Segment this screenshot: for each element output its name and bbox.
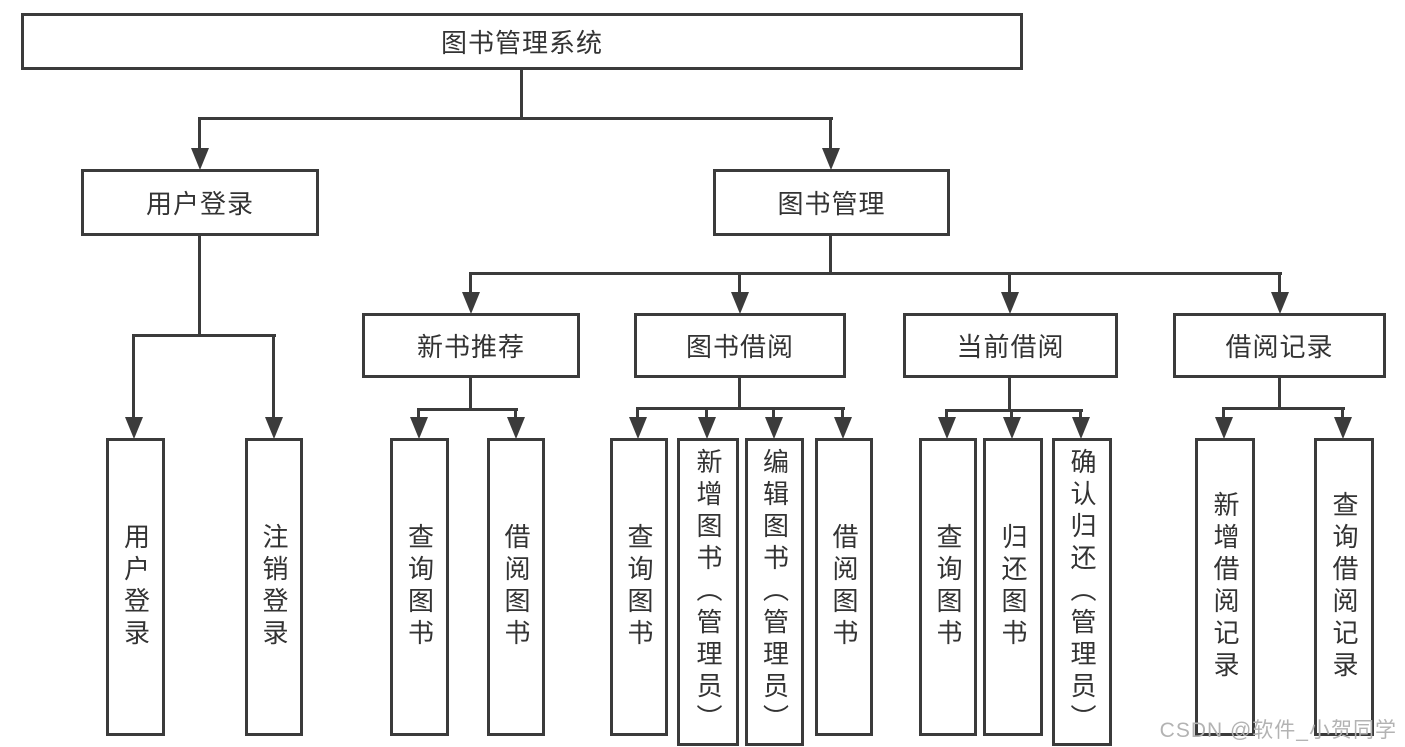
connector-line [198,117,201,150]
leaf-query-book-current-label: 查询图书 [933,523,963,651]
connector-line [636,407,639,418]
connector-line [1008,377,1011,411]
connector-line [945,409,948,418]
arrow-down-icon [462,292,480,314]
node-root-label: 图书管理系统 [440,28,603,58]
leaf-query-book-borrow-label: 查询图书 [624,523,654,651]
connector-line [1079,409,1082,418]
connector-line [198,235,201,336]
leaf-user-login-label: 用户登录 [120,523,151,651]
leaf-edit-book-admin-label: 编辑图书（管理员） [759,448,790,736]
connector-line [520,69,523,119]
arrow-down-icon [698,417,716,439]
connector-line [738,377,741,409]
arrow-down-icon [191,148,209,170]
connector-line [946,409,1083,412]
leaf-add-borrow-record: 新增借阅记录 [1195,438,1255,736]
connector-line [514,408,517,418]
node-current-borrow-label: 当前借阅 [956,332,1065,362]
arrow-down-icon [765,417,783,439]
leaf-borrow-book: 借阅图书 [815,438,873,736]
connector-line [637,407,845,410]
arrow-down-icon [125,417,143,439]
node-user-login: 用户登录 [81,169,319,236]
connector-line [1222,407,1225,418]
connector-line [469,377,472,410]
leaf-logout-label: 注销登录 [259,523,289,651]
leaf-user-login: 用户登录 [106,438,165,736]
connector-line [1278,377,1281,409]
node-user-login-label: 用户登录 [145,189,254,219]
connector-line [841,407,844,418]
connector-line [199,117,833,120]
connector-line [1223,407,1345,410]
connector-line [418,408,518,411]
node-new-book-recommend-label: 新书推荐 [416,332,525,362]
arrow-down-icon [1334,417,1352,439]
connector-line [705,407,708,418]
connector-line [417,408,420,418]
node-current-borrow: 当前借阅 [903,313,1118,378]
arrow-down-icon [1001,292,1019,314]
leaf-borrow-book-recommend-label: 借阅图书 [501,523,531,651]
connector-line [470,272,1282,275]
arrow-down-icon [410,417,428,439]
connector-line [772,407,775,418]
connector-line [272,334,275,418]
leaf-logout: 注销登录 [245,438,303,736]
arrow-down-icon [265,417,283,439]
arrow-down-icon [731,292,749,314]
arrow-down-icon [1271,292,1289,314]
node-book-borrow-label: 图书借阅 [685,332,794,362]
node-book-management: 图书管理 [713,169,950,236]
leaf-query-book-current: 查询图书 [919,438,977,736]
arrow-down-icon [1215,417,1233,439]
leaf-add-borrow-record-label: 新增借阅记录 [1210,491,1240,683]
connector-line [1010,409,1013,418]
node-root: 图书管理系统 [21,13,1023,70]
leaf-confirm-return-admin: 确认归还（管理员） [1052,438,1112,746]
arrow-down-icon [507,417,525,439]
leaf-query-book-recommend-label: 查询图书 [404,523,435,651]
connector-line [1008,272,1011,294]
leaf-add-book-admin-label: 新增图书（管理员） [693,448,723,736]
connector-line [829,235,832,274]
leaf-edit-book-admin: 编辑图书（管理员） [745,438,804,746]
connector-line [132,334,135,418]
connector-line [1341,407,1344,418]
connector-line [829,117,832,150]
arrow-down-icon [822,148,840,170]
node-book-management-label: 图书管理 [777,189,886,219]
arrow-down-icon [629,417,647,439]
leaf-query-borrow-record-label: 查询借阅记录 [1329,491,1359,683]
leaf-borrow-book-recommend: 借阅图书 [487,438,545,736]
node-new-book-recommend: 新书推荐 [362,313,580,378]
node-book-borrow: 图书借阅 [634,313,846,378]
connector-line [133,334,276,337]
arrow-down-icon [1003,417,1021,439]
node-borrow-record-label: 借阅记录 [1225,332,1334,362]
connector-line [469,272,472,294]
csdn-watermark: CSDN @软件_小贺同学 [1159,719,1397,742]
leaf-return-book: 归还图书 [983,438,1043,736]
arrow-down-icon [1072,417,1090,439]
arrow-down-icon [938,417,956,439]
connector-line [1278,272,1281,294]
leaf-query-book-recommend: 查询图书 [390,438,449,736]
leaf-query-book-borrow: 查询图书 [610,438,668,736]
leaf-confirm-return-admin-label: 确认归还（管理员） [1067,448,1097,736]
node-borrow-record: 借阅记录 [1173,313,1386,378]
leaf-return-book-label: 归还图书 [998,523,1028,651]
leaf-borrow-book-label: 借阅图书 [829,523,859,651]
connector-line [738,272,741,294]
leaf-query-borrow-record: 查询借阅记录 [1314,438,1374,736]
arrow-down-icon [834,417,852,439]
leaf-add-book-admin: 新增图书（管理员） [677,438,739,746]
